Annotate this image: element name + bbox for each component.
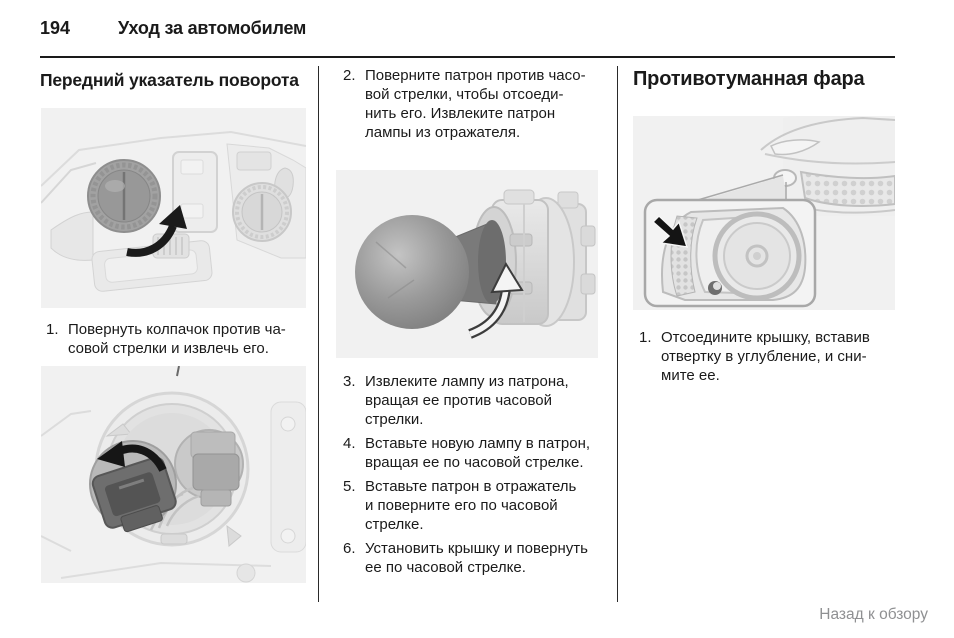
- front-turn-signal-steps-1: 1. Повернуть колпачок против ча- совой с…: [46, 320, 308, 363]
- front-turn-signal-steps-2: 2. Поверните патрон против часо- вой стр…: [343, 66, 601, 147]
- step-number: 4.: [343, 435, 356, 452]
- step-text: Установить крышку и повернуть ее по часо…: [365, 540, 588, 576]
- figure-headlight-rear-view: [41, 108, 306, 308]
- page-number: 194: [40, 18, 71, 38]
- step-item: 4. Вставьте новую лампу в патрон, вращая…: [343, 434, 603, 472]
- step-number: 5.: [343, 478, 356, 495]
- step-item: 5. Вставьте патрон в отражатель и поверн…: [343, 477, 603, 534]
- step-item: 6. Установить крышку и повернуть ее по ч…: [343, 539, 603, 577]
- column-divider-1: [318, 66, 320, 602]
- rotate-counterclockwise-arrow-icon: [126, 205, 187, 257]
- step-number: 1.: [46, 321, 59, 338]
- step-number: 1.: [639, 329, 652, 346]
- step-item: 3. Извлеките лампу из патрона, вращая ее…: [343, 372, 603, 429]
- outlined-rotate-arrow-icon: [468, 261, 524, 339]
- section-heading-front-turn-signal: Передний указатель поворота: [40, 70, 299, 90]
- step-item: 2. Поверните патрон против часо- вой стр…: [343, 66, 601, 142]
- fog-lamp-steps: 1. Отсоедините крышку, вставив отвертку …: [639, 328, 899, 390]
- step-text: Поверните патрон против часо- вой стрелк…: [365, 67, 586, 141]
- front-turn-signal-steps-3-6: 3. Извлеките лампу из патрона, вращая ее…: [343, 372, 603, 582]
- header-rule: [40, 56, 895, 58]
- back-to-overview-link[interactable]: Назад к обзору: [819, 606, 928, 623]
- figure-bulb-housing-closeup: [41, 366, 306, 583]
- step-text: Повернуть колпачок против ча- совой стре…: [68, 321, 286, 357]
- step-number: 2.: [343, 67, 356, 84]
- step-number: 6.: [343, 540, 356, 557]
- step-item: 1. Повернуть колпачок против ча- совой с…: [46, 320, 308, 358]
- figure-bulb-and-socket: [336, 170, 598, 358]
- step-text: Вставьте новую лампу в патрон, вращая ее…: [365, 435, 591, 471]
- step-text: Вставьте патрон в отражатель и поверните…: [365, 478, 577, 533]
- step-number: 3.: [343, 373, 356, 390]
- rotate-counterclockwise-arrow-icon: [97, 441, 167, 473]
- chapter-title: Уход за автомобилем: [118, 18, 307, 38]
- step-text: Извлеките лампу из патрона, вращая ее пр…: [365, 373, 569, 428]
- section-heading-fog-lamp: Противотуманная фара: [633, 68, 865, 90]
- pointer-arrow-icon: [651, 214, 689, 248]
- column-divider-2: [617, 66, 619, 602]
- step-item: 1. Отсоедините крышку, вставив отвертку …: [639, 328, 899, 385]
- figure-fog-lamp-cover: [633, 116, 895, 310]
- step-text: Отсоедините крышку, вставив отвертку в у…: [661, 329, 870, 384]
